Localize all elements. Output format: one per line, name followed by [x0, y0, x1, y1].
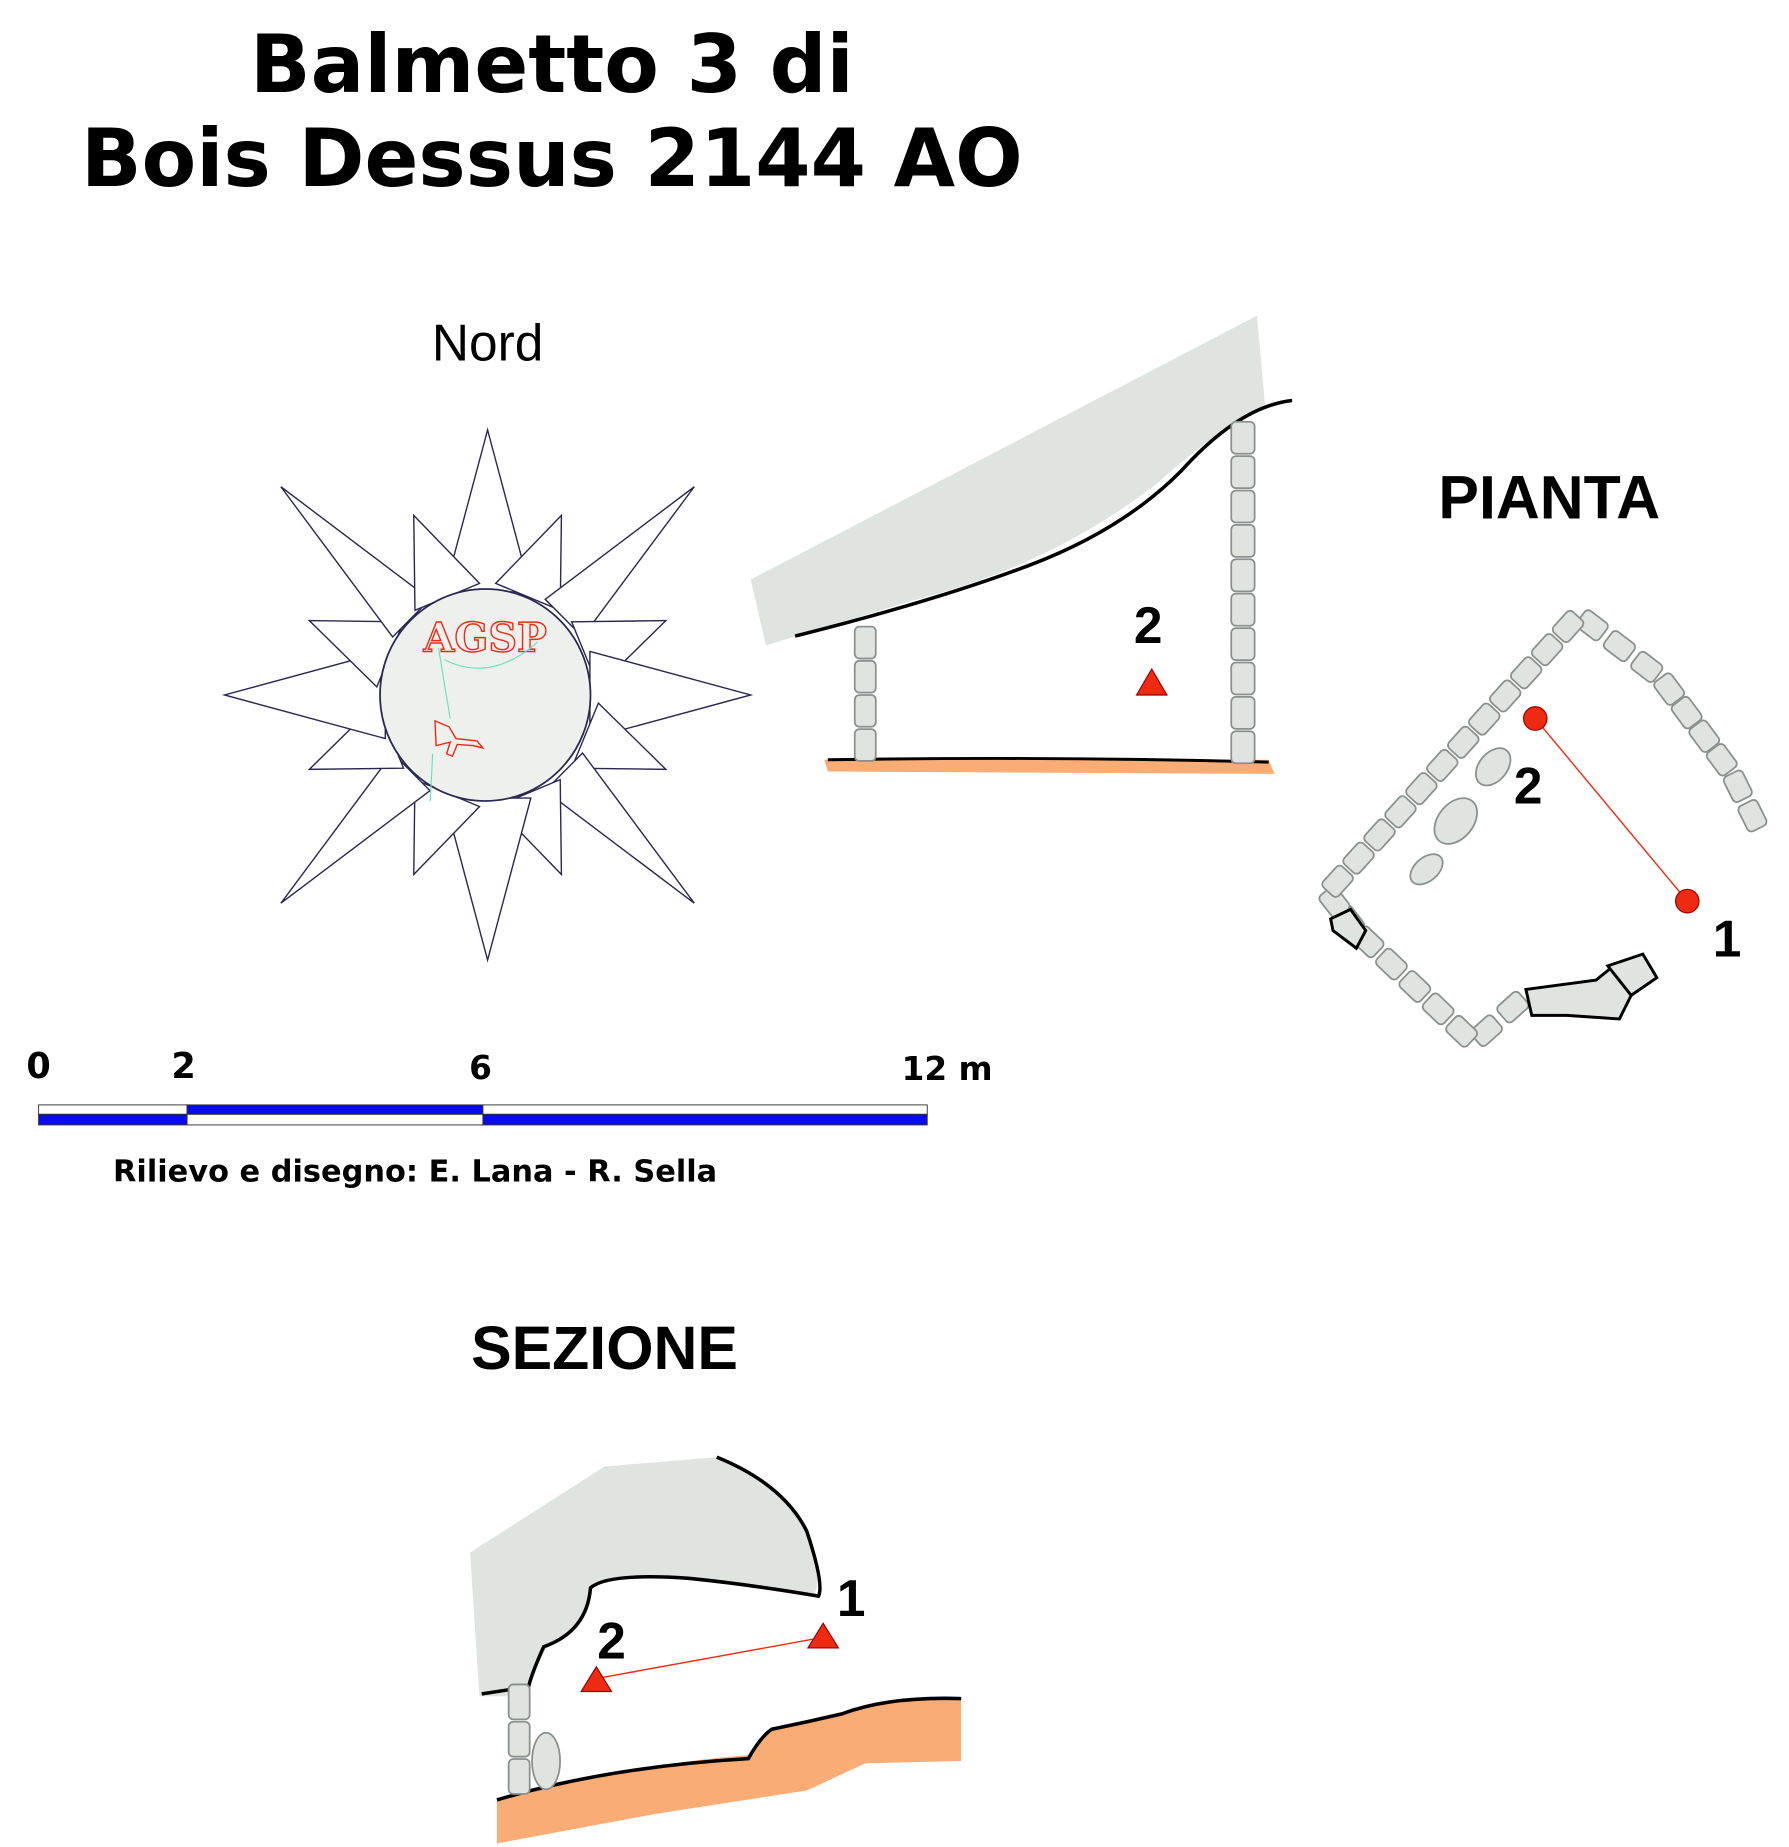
- stone-block: [1321, 864, 1354, 898]
- stone-block: [1653, 672, 1685, 706]
- scale-tick-0: 0: [26, 1046, 50, 1087]
- compass-point: [570, 701, 668, 771]
- stone-block: [1575, 609, 1609, 642]
- stone-block: [1405, 772, 1438, 806]
- stone-block: [1530, 633, 1564, 667]
- stone-block: [1468, 702, 1501, 736]
- stone-block: [507, 1758, 531, 1795]
- stone-block: [1496, 990, 1530, 1024]
- stone-block: [1737, 799, 1768, 833]
- stone-block: [1230, 455, 1256, 490]
- stone-block: [1342, 841, 1375, 875]
- plan-heading: PIANTA: [1438, 463, 1660, 531]
- compass-point: [544, 486, 695, 639]
- stone-block: [853, 625, 877, 660]
- credits: Rilievo e disegno: E. Lana - R. Sella: [113, 1154, 717, 1189]
- stone-block: [1602, 630, 1636, 663]
- compass-rose-icon: [221, 427, 754, 963]
- compass-point: [280, 486, 432, 639]
- stone-block: [1670, 695, 1703, 730]
- stone-block: [1230, 489, 1256, 524]
- section-heading: SEZIONE: [471, 1314, 738, 1382]
- stone-block: [1230, 420, 1256, 455]
- stone-block: [507, 1720, 531, 1758]
- agsp-logo: AGSP: [423, 615, 547, 661]
- scale-bar: 0 2 6 12 m: [26, 1046, 993, 1126]
- stone-block: [1470, 1014, 1503, 1047]
- stone-block: [1230, 524, 1256, 558]
- caver-figure-icon: [434, 719, 485, 758]
- stone-block: [1398, 970, 1432, 1003]
- stone-block: [1489, 679, 1522, 713]
- stone-block: [1230, 730, 1256, 765]
- scale-tick-6: 6: [469, 1048, 492, 1087]
- plan-station-1-label: 1: [1713, 909, 1742, 967]
- stone-block: [1509, 656, 1543, 690]
- elevation-view: 2: [750, 315, 1293, 774]
- stone-block: [507, 1683, 531, 1721]
- stone-block: [1230, 695, 1256, 730]
- stone-block: [1722, 769, 1753, 803]
- north-label: Nord: [432, 313, 543, 371]
- stone-block: [1230, 592, 1256, 627]
- stone-block: [1363, 818, 1396, 852]
- compass-point: [544, 751, 695, 904]
- stone-block: [853, 728, 877, 762]
- stone-block: [1230, 558, 1256, 593]
- scale-tick-12: 12 m: [902, 1049, 993, 1088]
- stone-block: [1375, 947, 1408, 981]
- logo-rope: [429, 641, 539, 802]
- stone-block: [1551, 609, 1585, 643]
- scale-tick-2: 2: [171, 1046, 195, 1087]
- stone-block: [1426, 748, 1459, 782]
- stone-block: [1445, 1014, 1478, 1048]
- section-station-1-label: 1: [837, 1569, 866, 1627]
- title-line-1: Balmetto 3 di: [250, 18, 854, 111]
- stone-block: [1705, 743, 1738, 777]
- stone-block: [1230, 661, 1256, 696]
- section-view: 2 1: [470, 1455, 962, 1844]
- section-station-2-label: 2: [597, 1611, 626, 1669]
- stone-block: [853, 694, 877, 728]
- plan-view: 2 1: [1318, 609, 1768, 1048]
- plan-station-2-label: 2: [1514, 756, 1543, 814]
- stone-block: [1384, 795, 1417, 829]
- stone-block: [853, 659, 877, 694]
- compass-point: [280, 751, 432, 904]
- stone-block: [1230, 627, 1256, 661]
- stone-block: [1630, 650, 1664, 683]
- title-line-2: Bois Dessus 2144 AO: [81, 112, 1023, 205]
- elevation-station-2-label: 2: [1134, 596, 1163, 654]
- compass-point: [494, 513, 563, 612]
- station-marker-icon: [1135, 667, 1168, 696]
- stone-block: [1447, 725, 1480, 759]
- stone-block: [1688, 719, 1721, 753]
- stone-block: [1421, 992, 1455, 1026]
